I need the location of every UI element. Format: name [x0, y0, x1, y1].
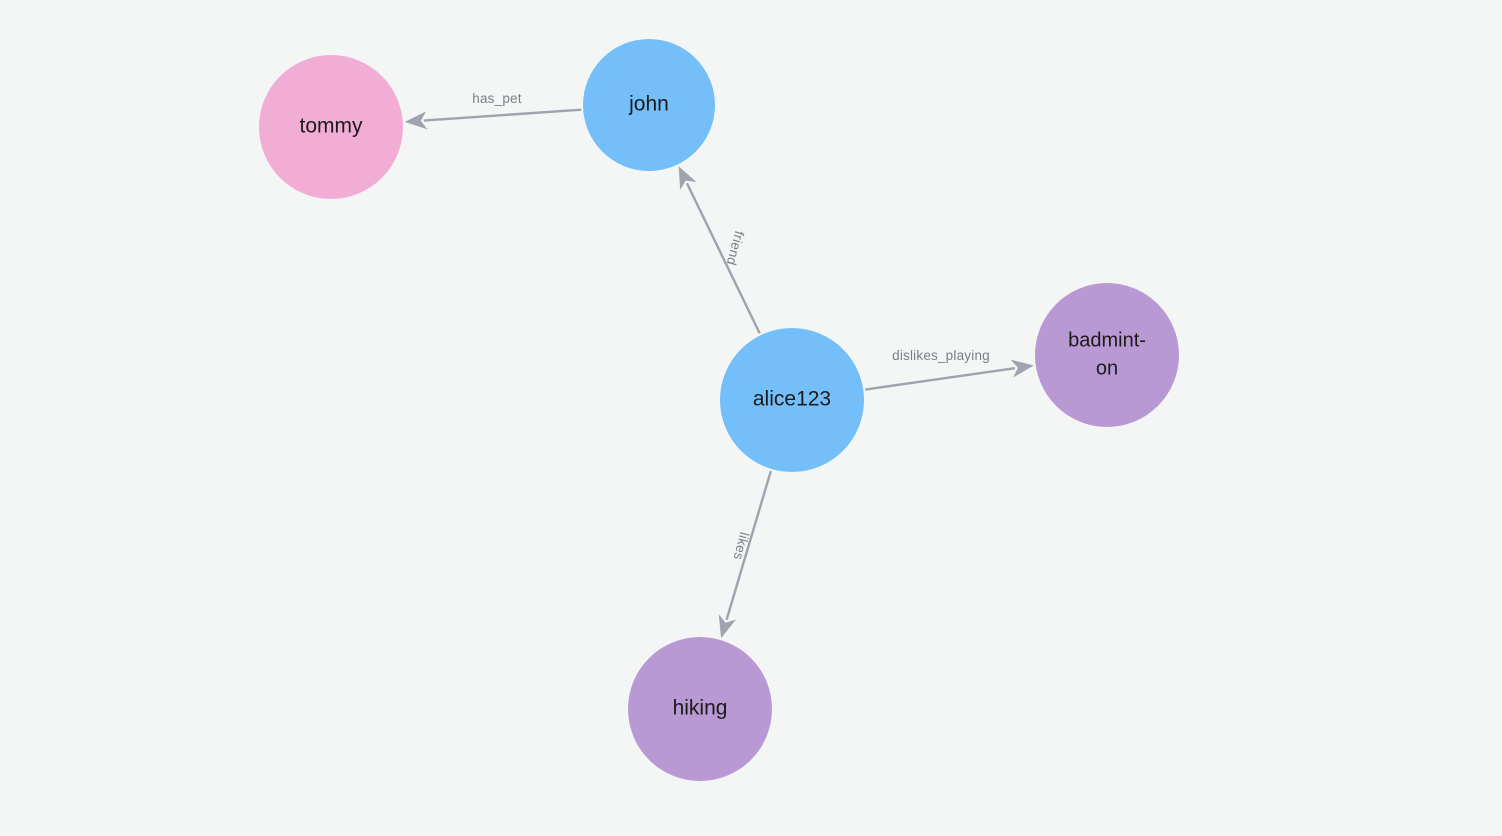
edge-label: friend [724, 229, 748, 267]
graph-edge[interactable]: has_pet [404, 91, 582, 130]
graph-node-john[interactable]: john [583, 39, 715, 171]
graph-node-tommy[interactable]: tommy [259, 55, 403, 199]
edge-line [685, 182, 761, 334]
node-label: hiking [673, 697, 728, 720]
edge-arrowhead [404, 111, 428, 130]
graph-node-badminton[interactable]: badmint-on [1035, 283, 1179, 427]
edge-arrowhead [1010, 359, 1034, 378]
nodes-layer: tommy john alice123 badmint-on hiking [259, 39, 1179, 781]
node-circle[interactable] [1035, 283, 1179, 427]
graph-node-hiking[interactable]: hiking [628, 637, 772, 781]
graph-edge[interactable]: friend [678, 166, 761, 334]
node-label: john [628, 93, 669, 116]
node-circle[interactable] [583, 39, 715, 171]
edge-line [865, 366, 1016, 391]
node-label: alice123 [753, 388, 831, 411]
edge-line [725, 470, 773, 621]
node-circle[interactable] [720, 328, 864, 472]
graph-edge[interactable]: dislikes_playing [865, 348, 1034, 391]
edge-label: has_pet [472, 91, 521, 106]
edge-label: dislikes_playing [892, 348, 990, 363]
node-label: badmint- [1068, 329, 1146, 351]
graph-node-alice123[interactable]: alice123 [720, 328, 864, 472]
edge-line [423, 108, 582, 122]
node-circle[interactable] [259, 55, 403, 199]
edge-arrowhead [678, 166, 697, 190]
edge-label: likes [731, 531, 752, 562]
node-circle[interactable] [628, 637, 772, 781]
edge-arrowhead [718, 614, 737, 639]
graph-edge[interactable]: likes [718, 470, 773, 639]
node-label: on [1096, 357, 1118, 379]
node-label: tommy [300, 115, 364, 138]
